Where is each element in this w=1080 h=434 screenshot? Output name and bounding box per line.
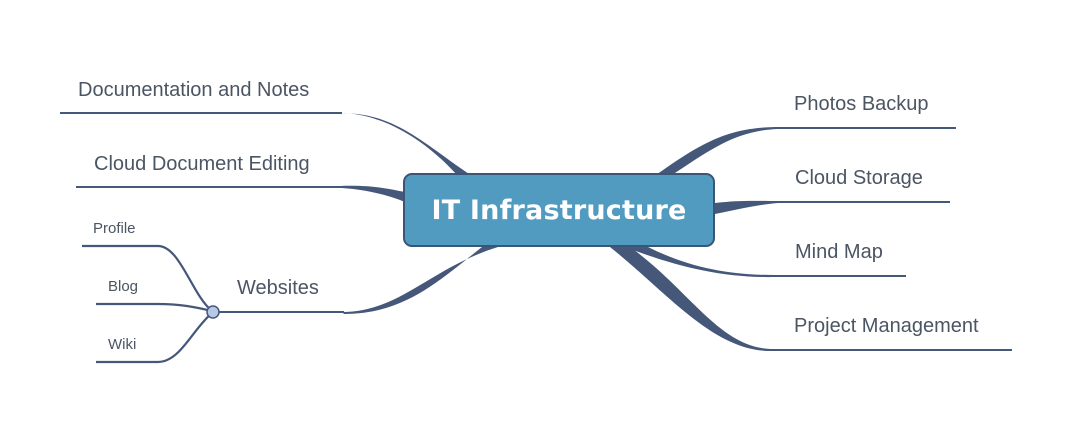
subtopic-wiki[interactable]: Wiki: [108, 336, 137, 353]
connector-websites: [342, 247, 498, 314]
topic-cloud-storage[interactable]: Cloud Storage: [795, 167, 923, 189]
topic-websites[interactable]: Websites: [237, 277, 319, 299]
topic-documentation-and-notes[interactable]: Documentation and Notes: [78, 79, 310, 101]
connector-cloud-editing: [340, 185, 405, 202]
root-topic-it-infrastructure[interactable]: IT Infrastructure: [403, 173, 715, 247]
topic-photos-backup[interactable]: Photos Backup: [794, 93, 929, 115]
connector-photos-backup: [656, 127, 777, 175]
websites-junction-dot[interactable]: [206, 305, 220, 319]
topic-mind-map[interactable]: Mind Map: [795, 241, 883, 263]
connector-mind-map: [625, 247, 775, 278]
subtopic-profile[interactable]: Profile: [93, 220, 136, 237]
connector-wiki: [96, 312, 213, 364]
connector-blog: [96, 302, 213, 313]
root-topic-label: IT Infrastructure: [431, 194, 687, 226]
subtopic-blog[interactable]: Blog: [108, 278, 139, 295]
topic-cloud-document-editing[interactable]: Cloud Document Editing: [94, 153, 310, 175]
topic-project-management[interactable]: Project Management: [794, 315, 979, 337]
connector-cloud-storage: [715, 200, 778, 214]
connector-documentation: [340, 113, 472, 176]
connector-profile: [82, 244, 213, 312]
connector-project-management: [610, 247, 774, 352]
